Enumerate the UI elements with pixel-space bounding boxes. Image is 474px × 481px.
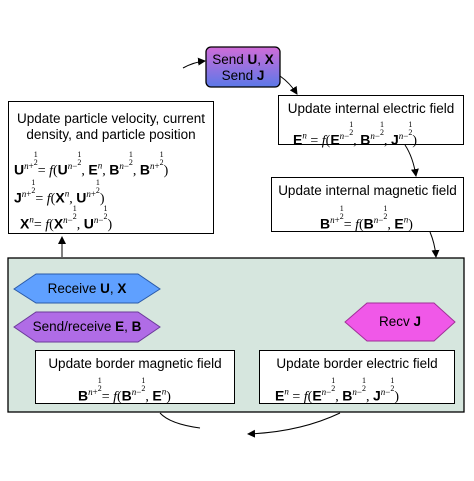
arrow-magnetic-to-panel: [429, 231, 440, 258]
receive-ux-label: Receive U, X: [47, 281, 127, 296]
arrow-electric-to-magnetic: [404, 144, 419, 177]
arrow-bottom: [247, 412, 341, 438]
send-box-shape: [205, 46, 281, 88]
border-electric-box: Update border electric field En = f(En−1…: [259, 350, 455, 404]
send-ux-label: Send U, X: [212, 52, 274, 67]
recv-j-label: Recv J: [378, 314, 422, 329]
border-magnetic-title: Update border magnetic field: [48, 356, 222, 371]
internal-magnetic-title: Update internal magnetic field: [278, 183, 457, 198]
send-receive-eb-hexagon: [13, 311, 161, 343]
send-box: Send U, X Send J: [206, 52, 280, 84]
send-receive-eb-label: Send/receive E, B: [32, 319, 142, 334]
arrow-bottom-left: [159, 412, 201, 429]
border-electric-title: Update border electric field: [276, 356, 438, 371]
arrow-send-to-electric: [279, 75, 298, 95]
send-j-label: Send J: [221, 68, 265, 83]
receive-ux-hexagon: [13, 273, 161, 304]
internal-electric-box: Update internal electric field En = f(En…: [278, 95, 464, 148]
particle-update-title: Update particle velocity, current densit…: [16, 111, 206, 142]
recv-j-hexagon: [344, 302, 456, 342]
internal-electric-title: Update internal electric field: [287, 101, 455, 116]
arrow-to-send: [182, 57, 206, 69]
particle-update-box: Update particle velocity, current densit…: [8, 101, 214, 234]
